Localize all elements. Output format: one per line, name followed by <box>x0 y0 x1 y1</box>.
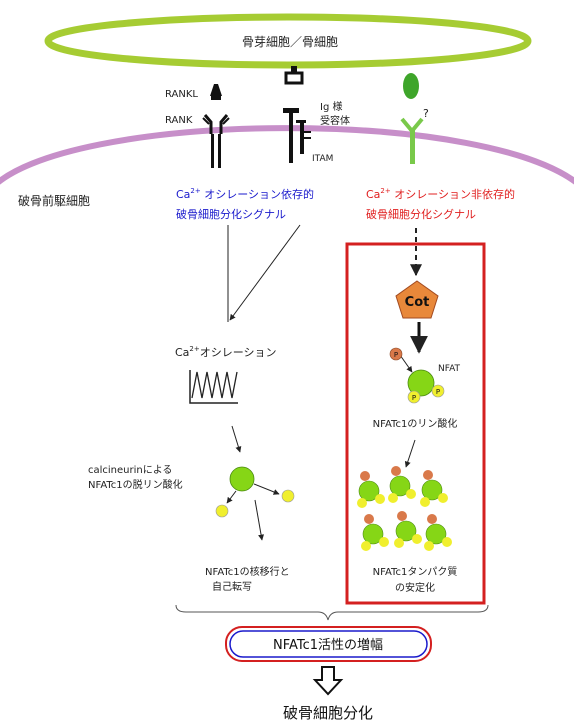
stabilized-nfat-cluster <box>357 466 452 551</box>
phospho-nfat-icon: P P P <box>389 347 445 404</box>
nfat-label: NFAT <box>438 364 461 374</box>
rank-label: RANK <box>165 115 193 126</box>
cot-shape <box>395 280 439 319</box>
svg-text:P: P <box>412 394 416 402</box>
preosteoclast-membrane <box>0 125 574 185</box>
left-arrow-2 <box>231 425 242 453</box>
dependent-signal-line2: 破骨細胞分化シグナル <box>176 207 286 221</box>
preosteoclast-label: 破骨前駆細胞 <box>18 193 90 208</box>
unknown-receptor <box>400 73 424 164</box>
stabilization-label-2: の安定化 <box>395 581 435 594</box>
stabilization-arrow <box>404 439 416 468</box>
cot-label: Cot <box>405 295 430 310</box>
left-path-line-b <box>229 224 301 321</box>
calcineurin-label-2: NFATc1の脱リン酸化 <box>88 478 183 491</box>
svg-text:P: P <box>394 351 398 359</box>
ig-like-label-2: 受容体 <box>320 114 350 127</box>
rankl-rank-receptor <box>202 84 230 168</box>
stabilization-label-1: NFATc1タンパク質 <box>373 565 458 578</box>
cot-pathway-box <box>345 242 486 605</box>
oscillation-graph <box>189 370 238 404</box>
unknown-ligand-mark: ? <box>423 107 429 120</box>
oscillation-label: Ca2+オシレーション <box>175 345 277 359</box>
ig-like-receptor <box>283 66 311 163</box>
osteoblast-label: 骨芽細胞／骨細胞 <box>242 35 338 49</box>
differentiation-label: 破骨細胞分化 <box>283 704 373 722</box>
nuclear-translocation-2: 自己転写 <box>212 580 252 593</box>
dependent-signal-line1: Ca2+ オシレーション依存的 <box>176 187 314 201</box>
amplification-label: NFATc1活性の増幅 <box>273 638 383 653</box>
osteoblast-membrane <box>44 13 532 69</box>
svg-text:P: P <box>436 388 440 396</box>
amplification-box-outer <box>225 626 432 662</box>
convergence-bracket <box>175 604 489 621</box>
independent-signal-line1: Ca2+ オシレーション非依存的 <box>366 187 515 201</box>
rankl-label: RANKL <box>165 89 198 100</box>
amplification-box-inner <box>229 630 428 658</box>
result-arrow <box>312 666 344 696</box>
independent-signal-line2: 破骨細胞分化シグナル <box>366 207 476 221</box>
ig-like-label-1: Ig 様 <box>320 100 342 113</box>
nuclear-translocation-1: NFATc1の核移行と <box>205 565 290 578</box>
dephosphorylation-icon <box>215 466 295 518</box>
phosphorylation-label: NFATc1のリン酸化 <box>373 417 458 430</box>
left-arrow-3 <box>254 499 265 541</box>
itam-label: ITAM <box>312 154 333 164</box>
calcineurin-label-1: calcineurinによる <box>88 464 172 476</box>
